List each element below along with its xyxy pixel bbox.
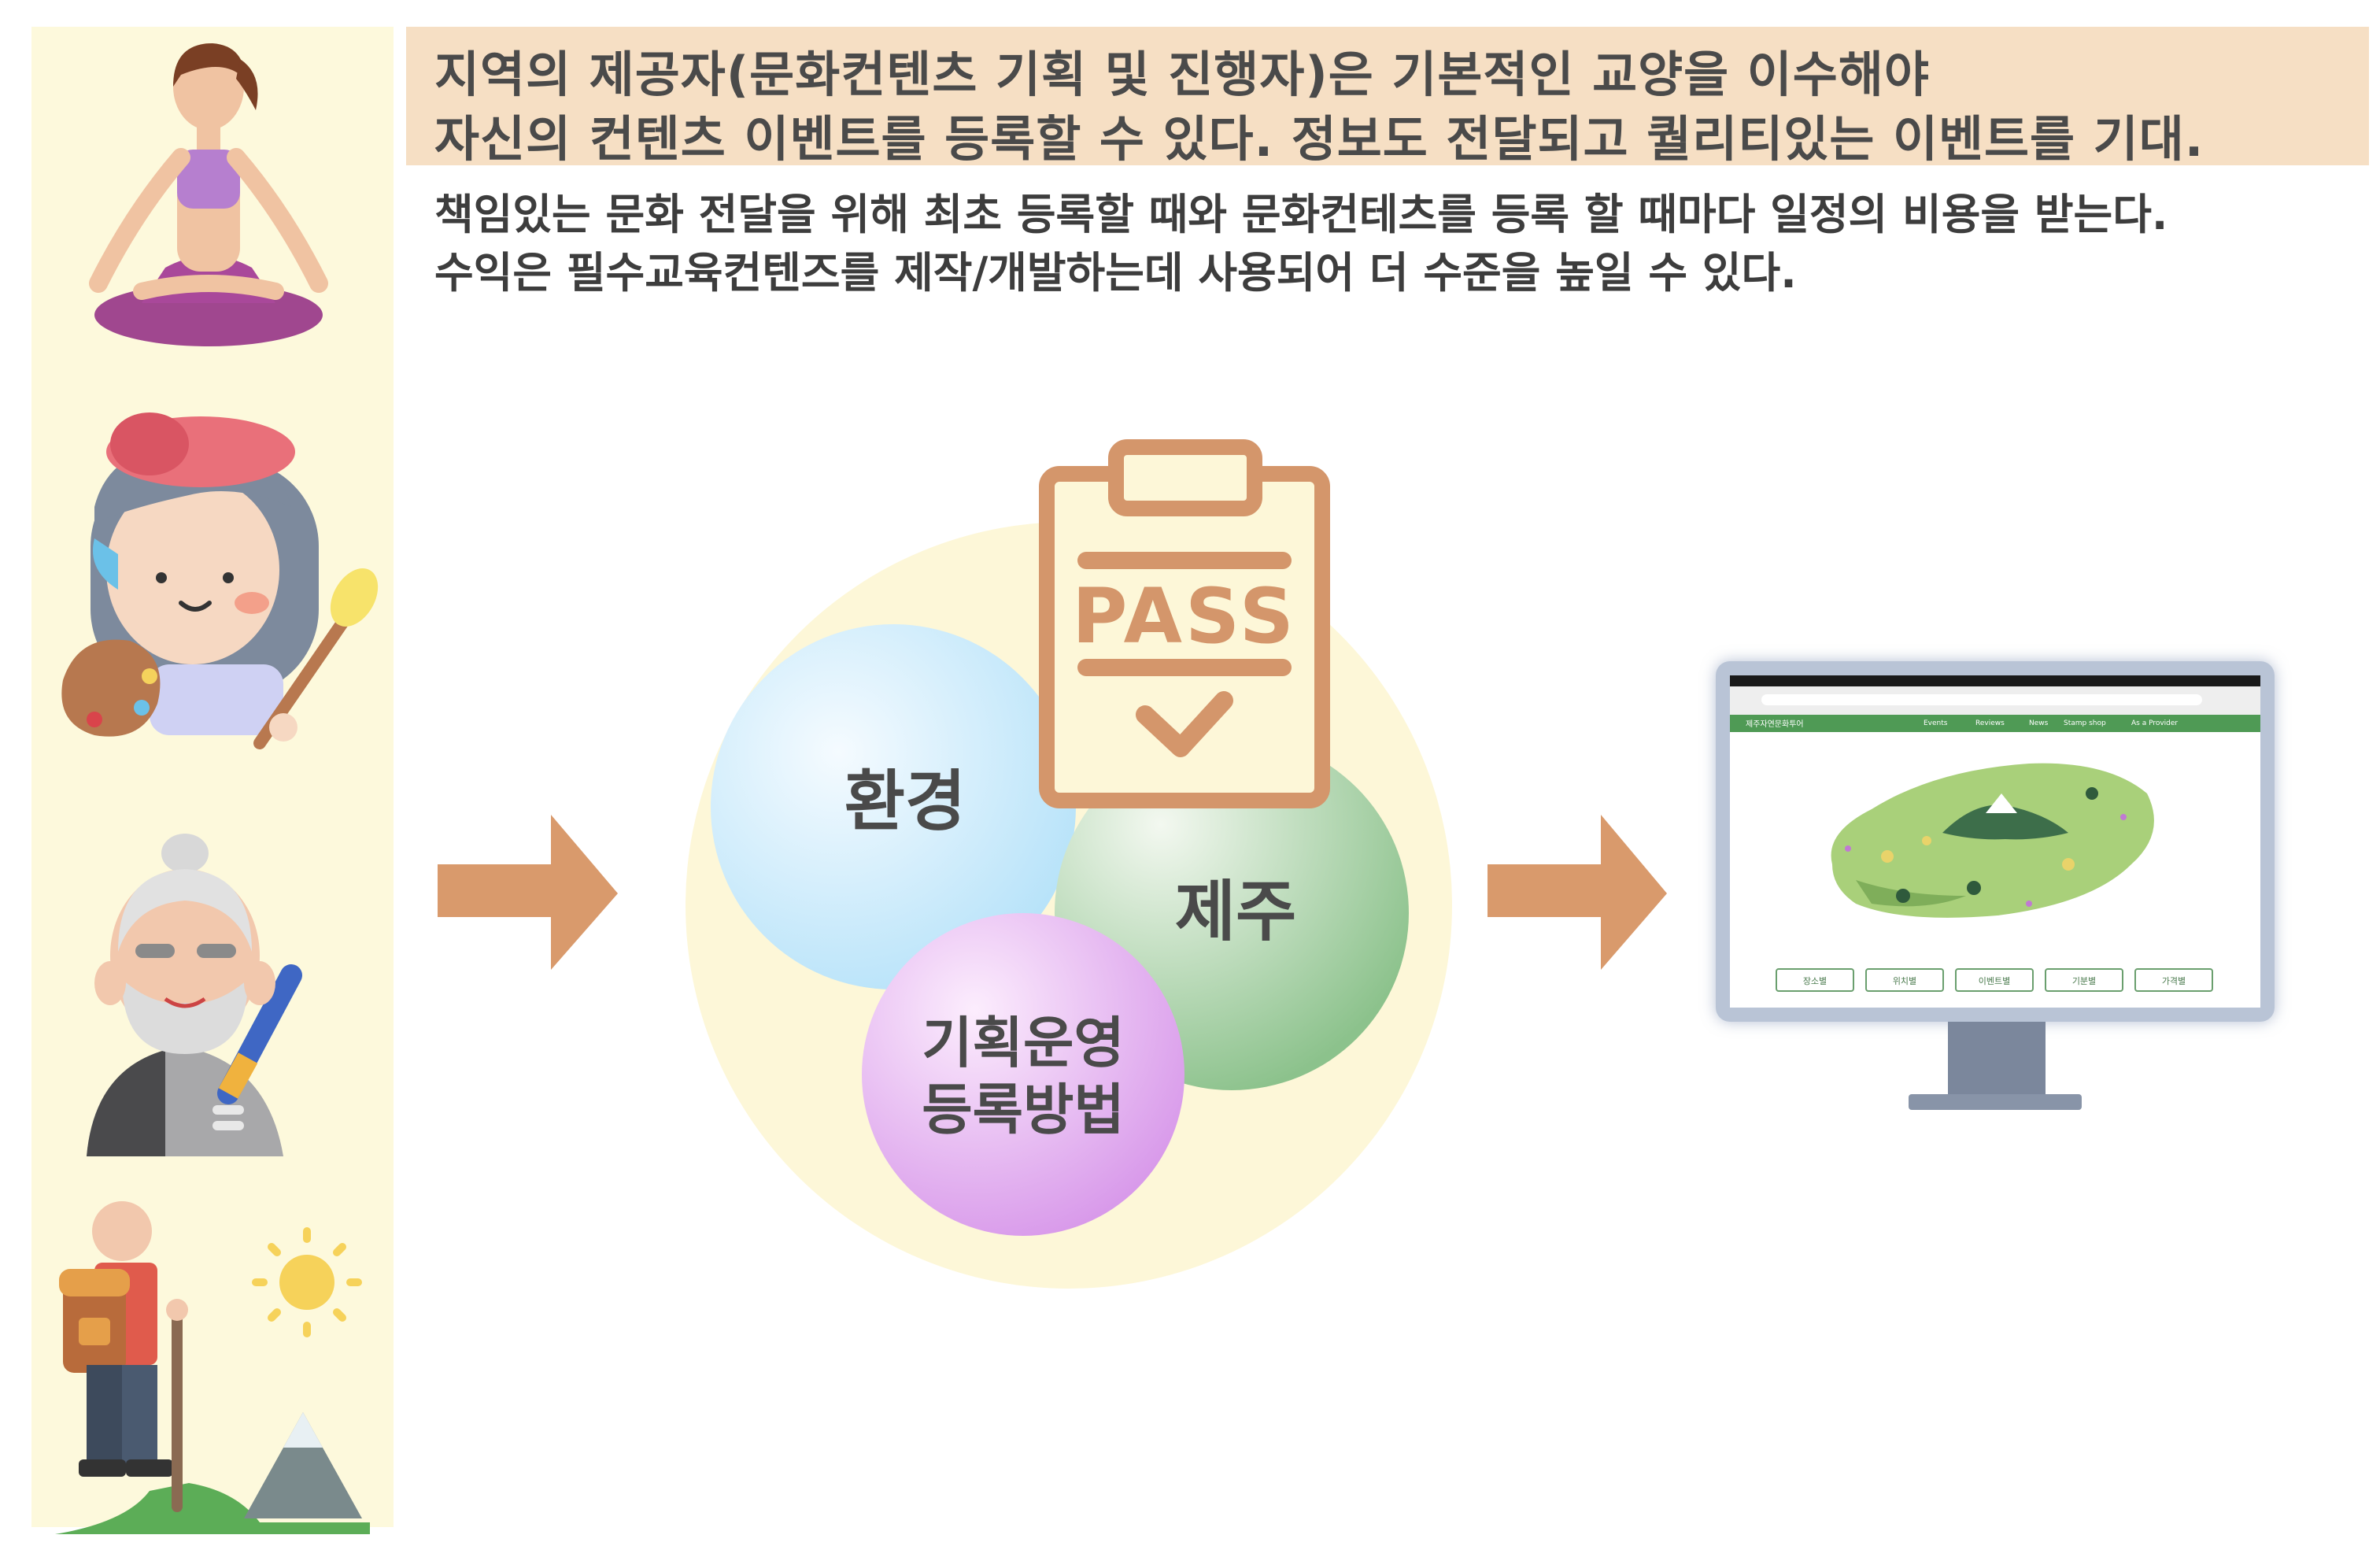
- jeju-island-map: [1831, 763, 2154, 918]
- right-arrow-icon-2: [1488, 815, 1667, 970]
- headline-line-1: 지역의 제공자(문화컨텐츠 기획 및 진행자)은 기본적인 교양을 이수해야: [434, 46, 1930, 103]
- subtext-line-1: 책임있는 문화 전달을 위해 최초 등록할 때와 문화컨테츠를 등록 할 때마다…: [434, 190, 2168, 239]
- filter-price-button[interactable]: 가격별: [2134, 968, 2213, 992]
- monitor-stand-base: [1909, 1094, 2082, 1110]
- monitor-stand-neck: [1948, 1022, 2046, 1096]
- clipboard-pass-icon: [1039, 439, 1330, 808]
- nav-events[interactable]: Events: [1924, 719, 1948, 727]
- right-arrow-icon: [438, 815, 618, 970]
- label-jeju: 제주: [1174, 873, 1297, 950]
- monitor-icon: 제주자연문화투어 Events Reviews News Stamp shop …: [1716, 661, 2275, 1118]
- painter-icon: [61, 412, 379, 749]
- site-navbar: 제주자연문화투어 Events Reviews News Stamp shop …: [1730, 715, 2260, 732]
- circle-environment: [711, 624, 1076, 989]
- label-environment: 환경: [844, 763, 966, 840]
- headline-banner: 지역의 제공자(문화컨텐츠 기획 및 진행자)은 기본적인 교양을 이수해야 자…: [406, 27, 2369, 168]
- label-planning-line-1: 기획운영: [922, 1011, 1125, 1075]
- left-panel: [31, 27, 394, 1534]
- clipboard-pass-text: PASS: [1072, 572, 1297, 660]
- browser-top-bar: [1730, 675, 2260, 686]
- nav-provider[interactable]: As a Provider: [2131, 719, 2179, 727]
- browser-address-bar: [1730, 686, 2260, 715]
- filter-location-button[interactable]: 위치별: [1865, 968, 1944, 992]
- subtext-line-2: 수익은 필수교육컨텐즈를 제작/개발하는데 사용되어 더 수준을 높일 수 있다…: [434, 248, 1797, 298]
- filter-mood-button[interactable]: 기분별: [2045, 968, 2123, 992]
- circle-planning: [862, 913, 1184, 1236]
- filter-event-button[interactable]: 이벤트별: [1955, 968, 2034, 992]
- label-planning-line-2: 등록방법: [922, 1078, 1125, 1142]
- headline-line-2: 자신의 컨텐츠 이벤트를 등록할 수 있다. 정보도 전달되고 퀄리티있는 이벤…: [434, 110, 2204, 168]
- hiker-icon: [55, 1201, 370, 1534]
- old-man-writer-icon: [87, 834, 302, 1156]
- yoga-person-icon: [89, 43, 328, 346]
- filter-place-button[interactable]: 장소별: [1776, 968, 1854, 992]
- site-title: 제주자연문화투어: [1746, 720, 1804, 729]
- monitor-frame: 제주자연문화투어 Events Reviews News Stamp shop …: [1716, 661, 2275, 1022]
- nav-stamp-shop[interactable]: Stamp shop: [2064, 719, 2106, 727]
- website-screenshot: 제주자연문화투어 Events Reviews News Stamp shop …: [1730, 675, 2260, 1008]
- nav-reviews[interactable]: Reviews: [1975, 719, 2005, 727]
- nav-news[interactable]: News: [2029, 719, 2049, 727]
